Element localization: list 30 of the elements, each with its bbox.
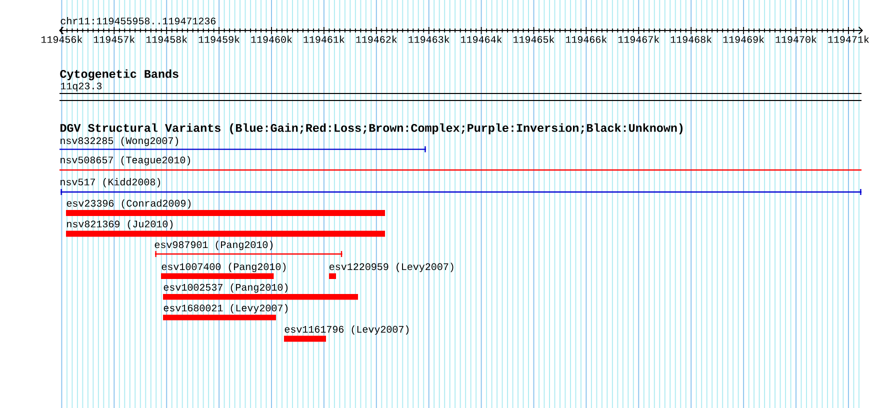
variant-label: esv1680021 (Levy2007) [164, 304, 288, 314]
tick-label: 119461k [304, 36, 344, 43]
variant-label: nsv508657 (Teague2010) [60, 156, 190, 166]
variant-label: nsv832285 (Wong2007) [60, 136, 178, 146]
variant-label: esv1002537 (Pang2010) [164, 283, 288, 293]
tick-label: 119468k [670, 36, 712, 43]
tick-label: 119469k [723, 36, 764, 43]
tick-label: 119466k [566, 36, 607, 43]
tick-label: 119470k [776, 36, 816, 43]
tick-label: 119471k [828, 36, 869, 43]
tick-label: 119463k [408, 36, 450, 43]
tick-label: 119460k [251, 36, 292, 43]
tick-label: 119458k [146, 36, 188, 43]
band-label: 11q23.3 [60, 82, 102, 92]
variant-label: esv1220959 (Levy2007) [330, 262, 454, 272]
variant-label: esv1007400 (Pang2010) [162, 262, 286, 272]
variant-label: esv1161796 (Levy2007) [284, 325, 409, 335]
tick-label: 119456k [41, 36, 82, 43]
tick-label: 119465k [513, 36, 554, 43]
variant-label: esv23396 (Conrad2009) [66, 199, 191, 209]
variant-label: nsv517 (Kidd2008) [60, 178, 160, 188]
variant-label: nsv821369 (Ju2010) [67, 220, 173, 230]
track-title: DGV Structural Variants (Blue:Gain;Red:Loss;Brown:Complex;Purple:Inversion;Black:Unknown) [60, 123, 682, 134]
tick-label: 119459k [198, 36, 240, 43]
coordinate-label: chr11:119455958..119471236 [60, 17, 216, 24]
tick-label: 119457k [94, 36, 135, 43]
tick-label: 119467k [618, 36, 660, 43]
tick-label: 119462k [356, 36, 397, 43]
variant-label: esv987901 (Pang2010) [154, 240, 273, 250]
tick-label: 119464k [461, 36, 502, 43]
